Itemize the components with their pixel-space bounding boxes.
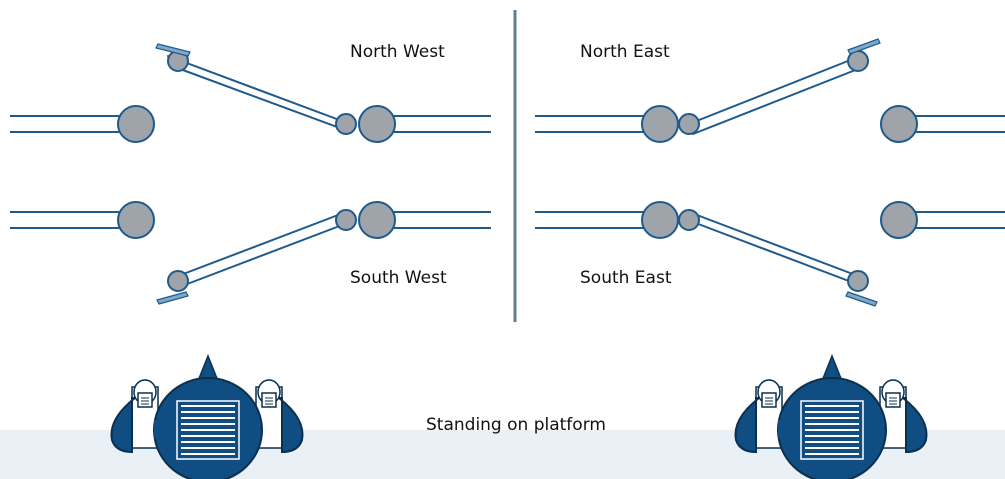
se-left-joint	[641, 201, 679, 239]
sw-cap	[156, 291, 189, 305]
person-right-right-pocket	[885, 392, 901, 408]
sw-arm-hinge-joint	[335, 209, 357, 231]
north-east-group: North East	[535, 38, 1005, 143]
person-left-right-hand	[256, 420, 260, 438]
person-left-left-arm	[110, 397, 138, 454]
ne-arm-hinge-joint	[678, 113, 700, 135]
south-east-group: South East	[535, 201, 1005, 307]
person-right-right-arm	[900, 397, 928, 454]
se-arm-end-joint	[847, 270, 869, 292]
person-right-head	[777, 377, 887, 479]
person-right-left-hand	[778, 420, 782, 438]
label-north-west: North West	[350, 42, 445, 62]
sw-left-joint	[117, 201, 155, 239]
person-right-left-pocket	[761, 392, 777, 408]
person-left-left-pocket	[137, 392, 153, 408]
nw-cap	[155, 43, 191, 57]
nw-arm-outline	[167, 55, 349, 132]
person-left-head	[153, 377, 263, 479]
se-cap	[845, 291, 878, 307]
sw-arm-end-joint	[167, 270, 189, 292]
nw-arm-hinge-joint	[335, 113, 357, 135]
person-left	[110, 353, 304, 479]
se-arm-outline	[688, 211, 863, 287]
label-standing-on-platform: Standing on platform	[426, 415, 606, 435]
label-south-east: South East	[580, 268, 672, 288]
person-left-right-arm	[276, 397, 304, 454]
ne-cap	[847, 38, 881, 55]
sw-arm-outline	[177, 211, 351, 287]
label-north-east: North East	[580, 42, 670, 62]
sw-right-joint	[358, 201, 396, 239]
person-right-grid-box	[800, 400, 864, 460]
person-left-right-pocket	[261, 392, 277, 408]
south-west-group: South West	[10, 201, 491, 305]
person-left-left-hand	[154, 420, 158, 438]
se-right-joint	[880, 201, 918, 239]
ne-right-joint	[880, 105, 918, 143]
ne-left-joint	[641, 105, 679, 143]
person-left-grid-box	[176, 400, 240, 460]
label-south-west: South West	[350, 268, 447, 288]
se-arm-hinge-joint	[678, 209, 700, 231]
person-right-right-hand	[880, 420, 884, 438]
person-right-left-arm	[734, 397, 762, 454]
north-west-group: North West	[10, 42, 491, 143]
ne-arm-outline	[688, 56, 864, 135]
nw-left-joint	[117, 105, 155, 143]
nw-right-joint	[358, 105, 396, 143]
person-right	[734, 353, 928, 479]
